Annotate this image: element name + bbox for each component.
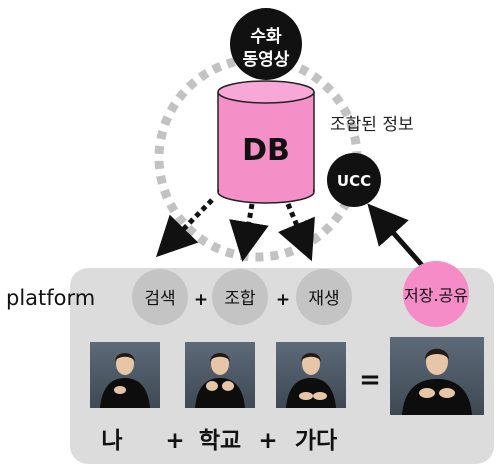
combine-label: 조합 [224, 289, 256, 309]
signer-photo-icon [390, 337, 484, 415]
db-cylinder [217, 80, 315, 204]
sign-video-label-line1: 수화 [250, 27, 282, 47]
ucc-label: UCC [337, 172, 371, 190]
arrow-store-to-ucc [367, 203, 430, 274]
signer-photo-icon [90, 342, 160, 408]
arrow-db-to-search [156, 198, 214, 258]
plus-2: + [276, 290, 290, 310]
platform-label: platform [6, 286, 95, 310]
sentence-plus-1: + [165, 428, 184, 454]
sentence-word-3: 가다 [295, 428, 337, 454]
store-share-bubble [403, 261, 469, 327]
sign-video-circle [230, 8, 302, 80]
signer-photo-icon [276, 342, 346, 408]
play-label: 재생 [308, 289, 339, 309]
sentence-plus-2: + [258, 428, 277, 454]
db-label: DB [242, 133, 290, 168]
sign-video-label-line2: 동영상 [243, 50, 290, 70]
play-bubble [296, 269, 352, 325]
combine-bubble [212, 269, 268, 325]
sentence-word-2: 학교 [199, 428, 241, 454]
equals-sign: = [359, 365, 381, 395]
search-bubble [132, 269, 188, 325]
arrow-db-to-combine [229, 203, 269, 262]
combined-info-label: 조합된 정보 [330, 115, 414, 135]
sentence-word-1: 나 [101, 428, 122, 454]
signer-photo-icon [185, 342, 255, 408]
store-share-label: 저장.공유 [404, 286, 468, 305]
plus-1: + [194, 290, 208, 310]
search-label: 검색 [144, 289, 175, 309]
ucc-circle [327, 153, 381, 207]
